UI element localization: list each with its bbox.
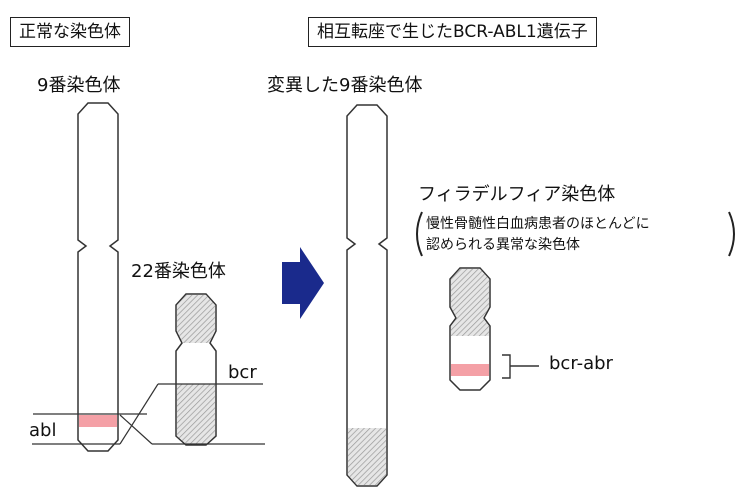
right-arrow-icon [282,247,324,319]
normal-chromosome-title: 正常な染色体 [10,17,130,47]
fusion-bracket [502,354,539,379]
abl-gene-band [79,415,117,427]
breakpoint-lines [32,383,265,445]
fusion-gene-band [451,364,489,376]
bcr-label: bcr [228,362,257,383]
chromosome-22 [175,293,217,446]
chromosome-9 [77,102,119,452]
philadelphia-note-line1: 慢性骨髄性白血病患者のほとんどに [426,216,650,232]
translocation-title: 相互転座で生じたBCR-ABL1遺伝子 [308,17,597,47]
chr9-label: 9番染色体 [37,75,121,96]
mutated-chromosome-9 [346,104,388,487]
mutated-chr9-label: 変異した9番染色体 [267,75,423,96]
philadelphia-chromosome [449,267,491,391]
fusion-label: bcr-abr [549,353,613,374]
philadelphia-label: フィラデルフィア染色体 [418,184,616,205]
note-parentheses [416,211,735,257]
philadelphia-note-line2: 認められる異常な染色体 [426,237,580,253]
chr22-label: 22番染色体 [131,261,226,282]
abl-label: abl [29,420,57,441]
